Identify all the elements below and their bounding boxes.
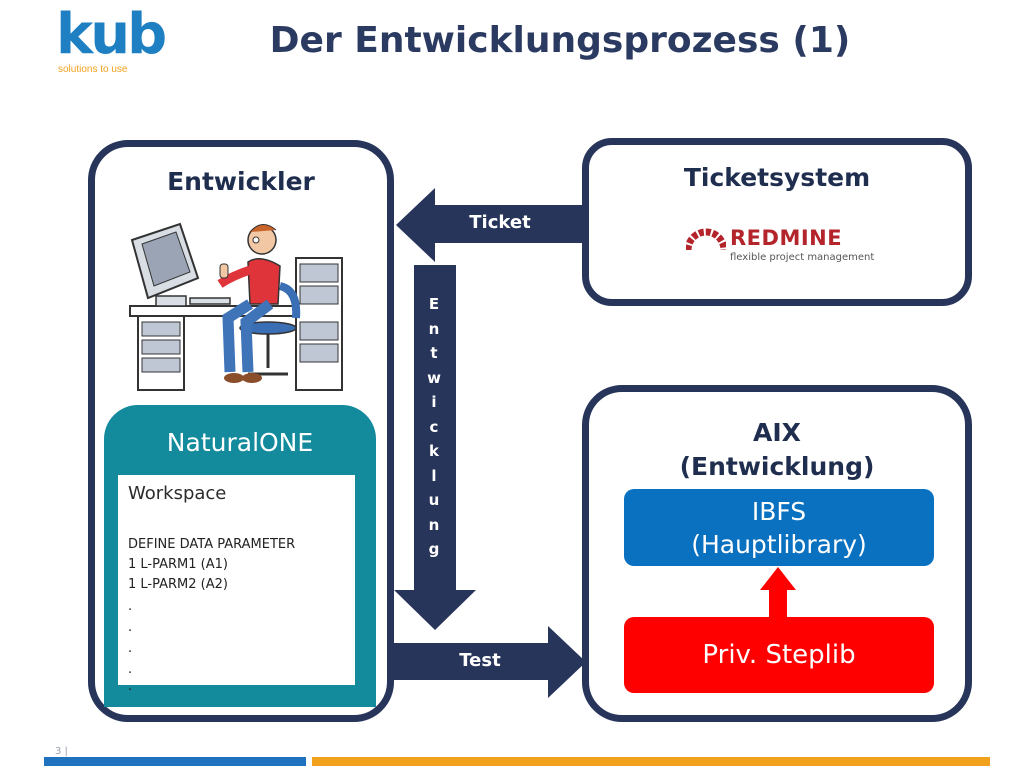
entwicklung-letter: n bbox=[428, 319, 440, 338]
entwicklung-letter: i bbox=[431, 393, 437, 411]
footer-bar-orange bbox=[312, 757, 990, 766]
aix-title-line1: AIX bbox=[753, 418, 801, 447]
ibfs-label: IBFS bbox=[751, 497, 807, 526]
entwicklung-letter: g bbox=[428, 540, 440, 558]
ticket-arrow-label: Ticket bbox=[469, 212, 531, 233]
aix-title-line2: (Entwicklung) bbox=[679, 452, 875, 481]
entwicklung-letter: u bbox=[428, 491, 440, 509]
test-arrow-label: Test bbox=[459, 650, 501, 671]
code-line: . bbox=[128, 641, 133, 656]
test-arrow bbox=[392, 626, 586, 698]
code-line: 1 L-PARM2 (A2) bbox=[128, 577, 228, 592]
entwicklung-letter: l bbox=[431, 466, 437, 485]
entwicklung-letter: n bbox=[428, 515, 440, 534]
code-line: DEFINE DATA PARAMETER bbox=[128, 537, 296, 552]
developer-title: Entwickler bbox=[167, 167, 315, 196]
entwicklung-letter: c bbox=[429, 417, 439, 436]
redmine-logo: REDMINE flexible project management bbox=[686, 222, 874, 272]
workspace-title: Workspace bbox=[128, 483, 227, 504]
ticket-arrow bbox=[396, 188, 582, 262]
entwicklung-arrow-label: E n t w i c k l u n g bbox=[414, 292, 454, 562]
entwicklung-letter: k bbox=[429, 442, 439, 460]
logo-tagline: solutions to use bbox=[58, 64, 128, 75]
ibfs-box: IBFS (Hauptlibrary) bbox=[624, 489, 934, 566]
workspace-panel: Workspace DEFINE DATA PARAMETER 1 L-PARM… bbox=[118, 475, 355, 694]
logo-text: kub bbox=[56, 2, 167, 67]
ticketsystem-title: Ticketsystem bbox=[683, 163, 871, 192]
code-line: . bbox=[128, 620, 133, 635]
steplib-box: Priv. Steplib bbox=[624, 617, 934, 693]
ibfs-sublabel: (Hauptlibrary) bbox=[691, 530, 867, 559]
steplib-to-ibfs-arrow bbox=[760, 567, 796, 617]
code-line: . bbox=[128, 599, 133, 614]
footer-bar-blue bbox=[44, 757, 306, 766]
page-number: 3 | bbox=[55, 746, 68, 757]
entwicklung-letter: w bbox=[427, 368, 441, 387]
aix-title: AIX (Entwicklung) bbox=[589, 416, 965, 484]
entwicklung-letter: t bbox=[430, 344, 438, 362]
code-line: . bbox=[128, 679, 133, 694]
redmine-subtitle: flexible project management bbox=[730, 252, 875, 263]
developer-at-desk-illustration bbox=[129, 222, 343, 391]
company-logo: kub solutions to use bbox=[56, 2, 167, 75]
entwicklung-letter: E bbox=[428, 295, 440, 313]
redmine-word: REDMINE bbox=[730, 226, 843, 250]
naturalone-title: NaturalONE bbox=[166, 428, 314, 457]
ticketsystem-panel: Ticketsystem bbox=[582, 138, 972, 306]
entwicklung-arrow bbox=[394, 265, 476, 630]
code-line: . bbox=[128, 662, 133, 677]
slide-title: Der Entwicklungsprozess (1) bbox=[269, 20, 851, 61]
code-line: 1 L-PARM1 (A1) bbox=[128, 557, 228, 572]
redmine-arch-icon bbox=[686, 228, 726, 251]
